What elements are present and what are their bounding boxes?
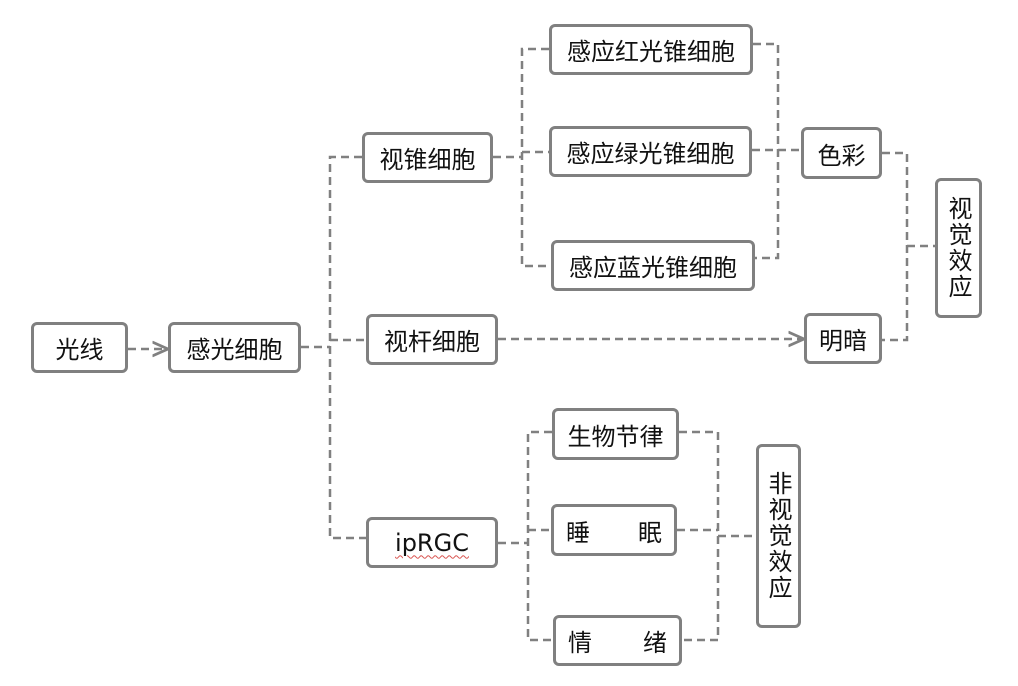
node-red-cone: 感应红光锥细胞: [549, 24, 753, 75]
node-sleep-char-2: 眠: [638, 518, 662, 547]
node-green-cone: 感应绿光锥细胞: [549, 126, 752, 177]
node-non-visual-effect: 非视觉效应: [756, 444, 801, 628]
node-emotion-char-2: 绪: [643, 629, 667, 657]
node-emotion: 情 绪: [553, 615, 682, 666]
connector-cone-brace: [520, 47, 551, 268]
node-sleep-char-1: 睡: [566, 518, 590, 547]
node-sleep: 睡 眠: [551, 504, 677, 556]
connector-iprgc-brace: [526, 430, 553, 642]
connector-nonvisual-brace: [679, 430, 720, 642]
node-iprgc-label: ipRGC: [395, 528, 469, 557]
connector-photoreceptor-brace: [328, 155, 366, 540]
node-blue-cone: 感应蓝光锥细胞: [551, 240, 755, 291]
node-photoreceptor: 感光细胞: [168, 322, 301, 373]
node-color: 色彩: [801, 127, 882, 179]
node-visual-effect: 视觉效应: [935, 178, 982, 318]
node-iprgc: ipRGC: [366, 517, 498, 568]
node-brightness: 明暗: [804, 313, 882, 364]
node-circadian-rhythm: 生物节律: [552, 408, 679, 460]
connector-visual-brace: [882, 151, 909, 342]
node-cone-cell: 视锥细胞: [362, 132, 493, 183]
node-rod-cell: 视杆细胞: [366, 314, 498, 365]
node-emotion-char-1: 情: [568, 629, 592, 657]
node-light: 光线: [31, 322, 128, 373]
